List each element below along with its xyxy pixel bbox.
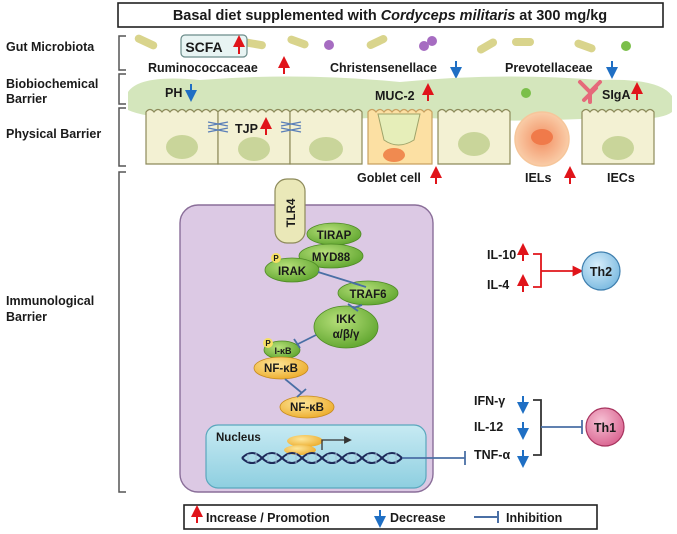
myd88-protein <box>298 243 364 269</box>
bacterium-in-mucus <box>521 88 531 98</box>
scfa-label: SCFA <box>185 39 222 55</box>
ikk-subunits-label: α/β/γ <box>333 329 360 341</box>
bracket-gut-microbiota <box>118 35 126 71</box>
label-biochemical-barrier: Barrier <box>6 92 47 106</box>
iel-cell <box>514 111 570 167</box>
epithelial-cell <box>581 108 655 165</box>
arrow-irak-traf6 <box>317 271 361 286</box>
iels-label: IELs <box>525 171 551 185</box>
nfkb-label-1: NF-κB <box>264 363 298 375</box>
iecs-label: IECs <box>607 171 635 185</box>
nfkb-label-2: NF-κB <box>290 402 324 414</box>
nfkb-complex-cytoplasm <box>253 356 309 380</box>
bacterium-rod <box>574 39 596 53</box>
bacterium-coccus <box>419 41 429 51</box>
label-biochemical: Biobiochemical <box>6 77 98 91</box>
label-immunological: Immunological <box>6 294 94 308</box>
bacterium-rod <box>366 35 388 49</box>
ruminococcaceae-label: Ruminococcaceae <box>148 61 258 75</box>
prevotellaceae-label: Prevotellaceae <box>505 61 593 75</box>
bracket-biochemical <box>118 73 126 105</box>
label-immunological-barrier: Barrier <box>6 310 47 324</box>
bacterium-rod <box>134 34 158 50</box>
irak-phospho-label: P <box>273 254 279 263</box>
nucleus-label: Nucleus <box>216 432 261 444</box>
th2-cell <box>581 251 621 291</box>
epithelial-cell <box>145 108 219 165</box>
dna-base-pairs <box>247 453 397 463</box>
tirap-label: TIRAP <box>317 230 352 242</box>
bacterium-rod <box>476 38 498 54</box>
th1-bracket <box>533 399 542 456</box>
bacterium-coccus <box>427 36 437 46</box>
siga-label: SIgA <box>602 88 630 102</box>
bacterium-rod <box>244 38 266 50</box>
epithelial-cell <box>217 108 291 165</box>
section-brackets <box>118 35 126 493</box>
nfkb-active <box>279 395 335 419</box>
bacterium-coccus <box>621 41 631 51</box>
irak-phospho <box>271 253 281 263</box>
ikk-complex <box>313 305 379 349</box>
tlr4-receptor <box>274 178 306 244</box>
irak-label: IRAK <box>278 266 307 278</box>
bracket-immunological <box>118 171 126 493</box>
ikb-phospho <box>263 338 273 348</box>
legend-increase-label: Increase / Promotion <box>206 511 330 525</box>
tight-junction-icon <box>280 121 302 133</box>
bacterium-rod <box>512 38 534 46</box>
label-gut-microbiota: Gut Microbiota <box>6 40 95 54</box>
diagram-title: Basal diet supplemented with Cordyceps m… <box>173 8 607 24</box>
epithelial-cell <box>289 108 363 165</box>
irak-protein <box>264 257 320 283</box>
arrow-ikk-ikb <box>297 334 317 345</box>
th1-label: Th1 <box>594 421 616 435</box>
legend-box <box>183 504 598 530</box>
bacterium-coccus <box>324 40 334 50</box>
ikb-label: I-κB <box>274 346 292 356</box>
bracket-physical <box>118 107 126 167</box>
arrow-nfkb-translocation <box>284 378 303 394</box>
myd88-label: MYD88 <box>312 252 351 264</box>
th2-bracket <box>533 253 542 288</box>
legend-inhibition-label: Inhibition <box>506 511 562 525</box>
ikk-label: IKK <box>336 314 357 326</box>
tjp-label: TJP <box>235 122 258 136</box>
tnfa-label: TNF-α <box>474 448 510 462</box>
title-box <box>117 2 664 28</box>
ifng-label: IFN-γ <box>474 394 505 408</box>
traf6-label: TRAF6 <box>349 289 386 301</box>
goblet-cell <box>367 108 433 165</box>
tight-junction-icons <box>207 121 302 133</box>
muc2-label: MUC-2 <box>375 89 415 103</box>
tight-junction-icon <box>207 121 229 133</box>
bacterium-rod <box>287 35 309 49</box>
bacteria-cluster <box>134 34 631 54</box>
pathway-arrows <box>284 271 367 398</box>
label-physical-barrier: Physical Barrier <box>6 127 101 141</box>
il10-label: IL-10 <box>487 248 516 262</box>
th1-cell <box>585 407 625 447</box>
scfa-box <box>180 34 248 58</box>
immune-cell-cytoplasm <box>179 204 434 493</box>
epithelial-layer <box>145 108 655 167</box>
tlr4-label: TLR4 <box>286 198 298 227</box>
goblet-cell-label: Goblet cell <box>357 171 421 185</box>
ph-label: PH <box>165 86 182 100</box>
ikb-phospho-label: P <box>265 339 271 348</box>
epithelial-cell <box>437 108 511 165</box>
transcription-start-arrow <box>321 436 352 450</box>
christensenellaceae-label: Christensenellace <box>330 61 437 75</box>
traf6-protein <box>337 280 399 306</box>
legend-decrease-label: Decrease <box>390 511 446 525</box>
th2-label: Th2 <box>590 265 612 279</box>
il4-label: IL-4 <box>487 278 509 292</box>
il12-label: IL-12 <box>474 420 503 434</box>
nfkb-in-nucleus <box>287 435 323 447</box>
siga-antibody-icon <box>578 80 602 104</box>
